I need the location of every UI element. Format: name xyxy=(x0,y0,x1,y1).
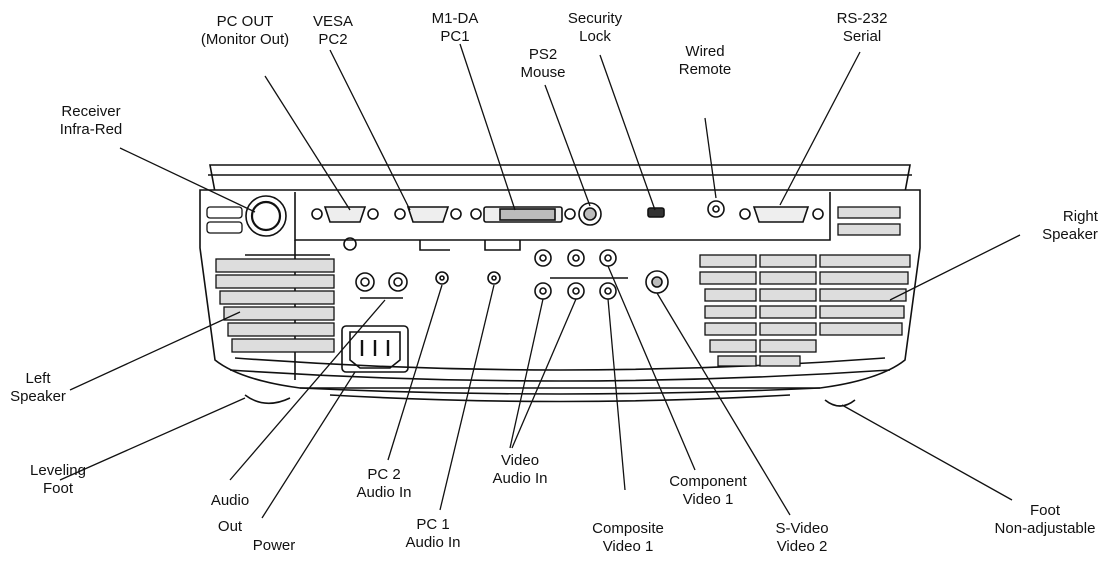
fixed-foot xyxy=(824,399,856,407)
pc1-audio-jack xyxy=(487,271,501,285)
security-lock-slot xyxy=(647,207,665,218)
pc2-audio-jack xyxy=(435,271,449,285)
pc-out-connector xyxy=(311,206,379,223)
leader-lines xyxy=(59,43,1021,519)
ir-receiver xyxy=(245,195,287,237)
label-pc-out: PC OUT(Monitor Out) xyxy=(200,13,290,48)
aux-jack xyxy=(343,237,357,251)
wired-remote-jack xyxy=(707,200,725,218)
rs232-connector xyxy=(739,206,824,223)
right-speaker-grille xyxy=(699,206,911,367)
m1da-connector xyxy=(470,206,576,223)
projector-body xyxy=(199,164,921,403)
vesa-connector xyxy=(394,206,462,223)
audio-out-jacks xyxy=(355,272,408,299)
label-power: Power xyxy=(252,537,296,554)
ps2-connector xyxy=(578,202,602,226)
leveling-foot xyxy=(244,394,291,405)
left-speaker-grille xyxy=(206,206,335,353)
